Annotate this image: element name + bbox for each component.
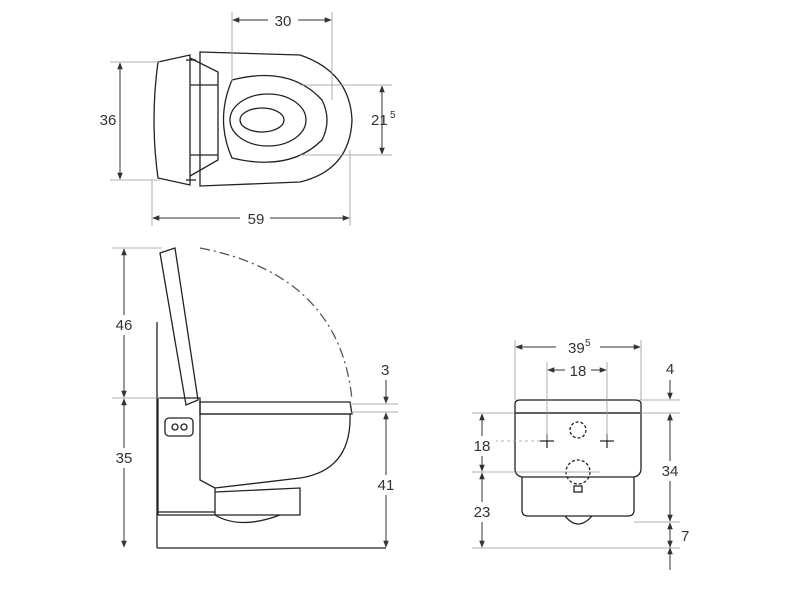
dim-base-height: 23 [474, 504, 491, 521]
dim-top-offset: 4 [666, 361, 674, 378]
dim-height-right: 21 [371, 112, 388, 129]
side-view-guides [112, 247, 398, 413]
top-view [153, 51, 353, 187]
dim-total-height: 41 [378, 477, 395, 494]
dim-width-main: 39 [568, 340, 585, 357]
dim-width-bottom: 59 [248, 211, 265, 228]
dim-width-sup: 5 [585, 338, 591, 349]
dim-lid-height: 46 [116, 317, 133, 334]
top-view-guides [110, 12, 392, 226]
dim-body-height: 34 [662, 463, 679, 480]
dim-height-right-sup: 5 [390, 110, 396, 121]
front-view [514, 399, 642, 525]
dim-foot-offset: 7 [681, 528, 689, 545]
dim-width-top: 30 [275, 13, 292, 30]
dim-height-left: 36 [100, 112, 117, 129]
dim-bolt-spacing: 18 [570, 363, 587, 380]
side-view [156, 247, 386, 549]
front-view-dimension-lines [479, 344, 673, 570]
dim-seat-height: 35 [116, 450, 133, 467]
dim-bolt-height: 18 [474, 438, 491, 455]
front-view-bolts [540, 434, 614, 448]
dim-seat-thickness: 3 [381, 362, 389, 379]
top-view-dimension-lines [117, 17, 385, 221]
